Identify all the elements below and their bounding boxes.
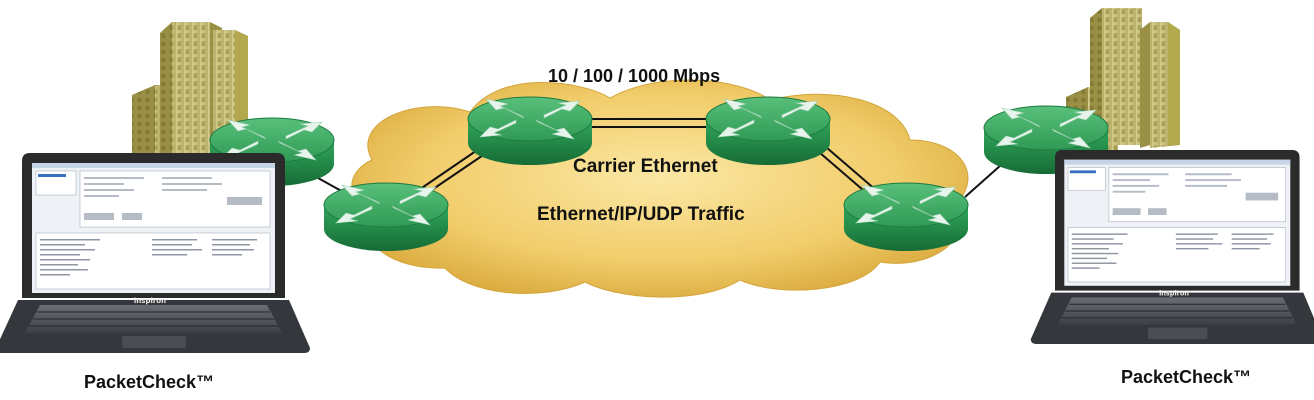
traffic-type-label: Ethernet/IP/UDP Traffic — [537, 204, 745, 225]
router-core-left-icon — [323, 182, 449, 252]
link-speed-label: 10 / 100 / 1000 Mbps — [548, 66, 721, 86]
laptop-left-brand: inspiron — [134, 297, 166, 305]
network-name-label: Carrier Ethernet — [573, 156, 718, 177]
router-core-right-icon — [843, 182, 969, 252]
endpoint-left-label: PacketCheck™ — [84, 372, 215, 392]
laptop-right-brand: inspiron — [1159, 289, 1189, 297]
router-core-top-left-icon — [467, 96, 593, 166]
laptop-left-icon: inspiron — [0, 152, 311, 354]
endpoint-right-label: PacketCheck™ — [1121, 367, 1252, 387]
router-core-top-right-icon — [705, 96, 831, 166]
laptop-right-icon: inspiron — [1030, 149, 1314, 345]
